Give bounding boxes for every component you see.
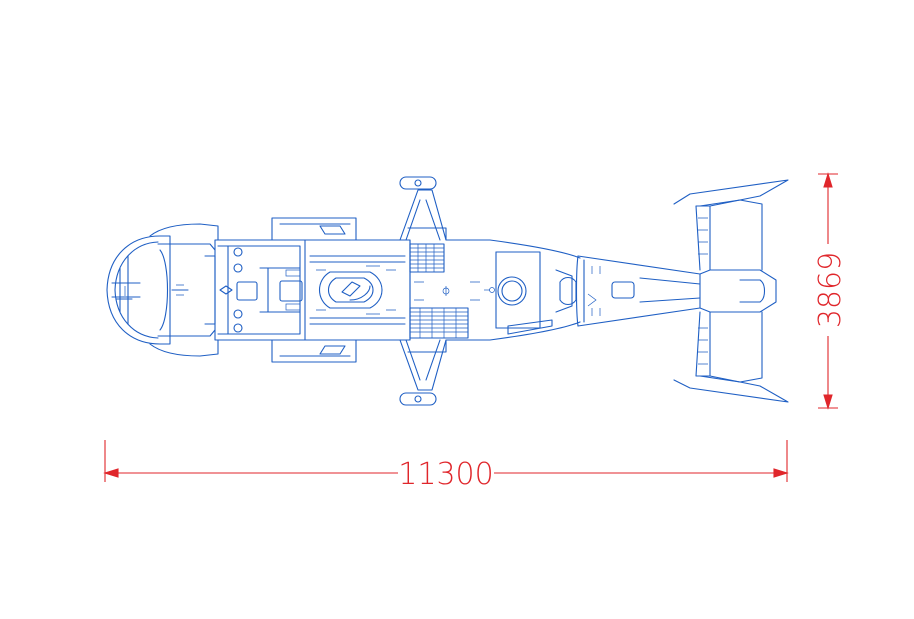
forward-fuselage: [204, 239, 306, 341]
helicopter-outline: [106, 176, 789, 406]
stub-wings: [399, 176, 447, 406]
length-dimension: 11300: [103, 440, 789, 492]
tail-boom: [575, 255, 701, 327]
main-body: [414, 239, 581, 341]
tail-stabilizers: [673, 179, 789, 403]
width-dimension-label: 3869: [813, 252, 848, 328]
length-dimension-label: 11300: [398, 457, 493, 492]
exhaust-grills: [409, 243, 469, 339]
cabin-section: [271, 217, 411, 363]
cockpit-canopy: [106, 223, 219, 357]
width-dimension: 3869: [813, 172, 848, 410]
